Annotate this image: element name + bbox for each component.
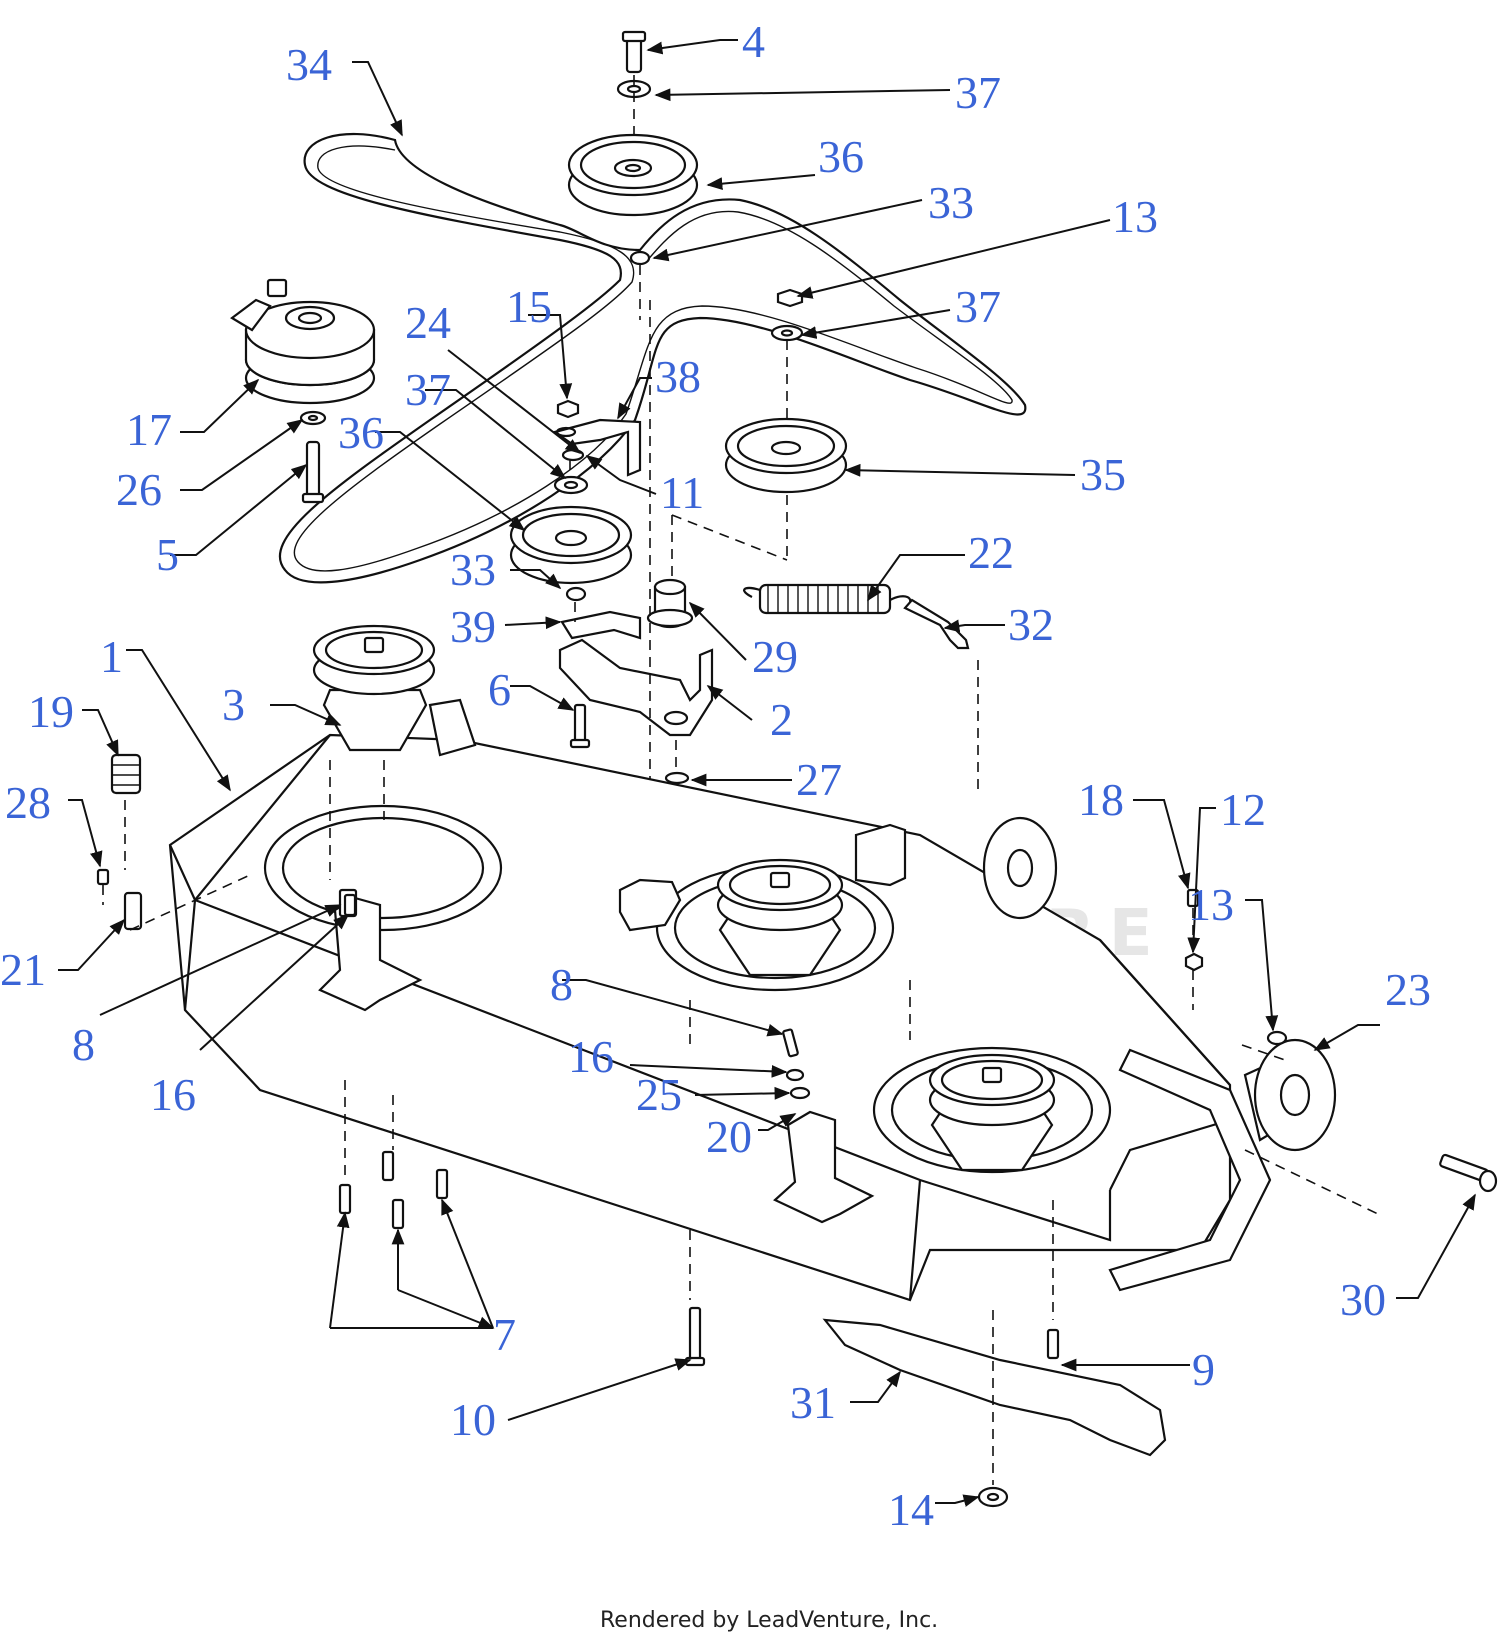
nut-13-top	[776, 288, 804, 308]
callout-11: 11	[660, 467, 704, 518]
bolts-7	[338, 1150, 449, 1230]
callout-13-top: 13	[1112, 191, 1158, 242]
bolt-6	[569, 703, 591, 749]
drive-belt	[278, 132, 1027, 584]
anti-scalp-wheel-23	[1243, 1038, 1337, 1152]
callout-31: 31	[790, 1377, 836, 1428]
callout-26: 26	[116, 464, 162, 515]
callout-16-center: 16	[568, 1031, 614, 1082]
callout-28: 28	[5, 777, 51, 828]
blade-31	[822, 1318, 1167, 1457]
callout-33-top: 33	[928, 177, 974, 228]
shoulder-bolt-30	[1439, 1153, 1498, 1193]
callout-12: 12	[1220, 784, 1266, 835]
idler-arm-39	[560, 610, 642, 640]
bolt-4	[621, 30, 647, 74]
washer-37-center	[553, 475, 589, 495]
callout-3: 3	[222, 679, 245, 730]
eyebolt-32	[903, 598, 970, 650]
callout-34: 34	[286, 39, 332, 90]
idler-pulley-36-top	[567, 133, 699, 217]
callout-25: 25	[636, 1069, 682, 1120]
idler-pulley-35	[724, 417, 848, 494]
electric-pto-clutch	[230, 278, 376, 405]
right-spindle	[928, 1053, 1056, 1172]
callout-20: 20	[706, 1111, 752, 1162]
callout-labels: 1 2 3 4 5 6 7 8 8 9 10 11 12 13 13 14 15…	[0, 16, 1431, 1535]
callout-19: 19	[28, 686, 74, 737]
callout-14: 14	[888, 1484, 934, 1535]
callout-37-center: 37	[405, 364, 451, 415]
callout-1: 1	[100, 631, 123, 682]
idler-pulley-36-center	[509, 505, 633, 585]
callout-16-left: 16	[150, 1069, 196, 1120]
callout-2: 2	[770, 694, 793, 745]
washer-11	[561, 448, 585, 462]
callout-18: 18	[1078, 774, 1124, 825]
callout-37-top: 37	[955, 67, 1001, 118]
spring-22	[743, 583, 912, 615]
bolt-16-left	[343, 893, 357, 917]
callout-17: 17	[126, 404, 172, 455]
callout-32: 32	[1008, 599, 1054, 650]
callout-23: 23	[1385, 964, 1431, 1015]
callout-22: 22	[968, 527, 1014, 578]
nut-13-wheel	[1266, 1030, 1288, 1046]
callout-7: 7	[493, 1309, 516, 1360]
spindle-3	[312, 624, 436, 752]
callout-8-left: 8	[72, 1019, 95, 1070]
bracket-38	[552, 418, 642, 477]
callout-35: 35	[1080, 449, 1126, 500]
callout-39: 39	[450, 601, 496, 652]
spacer-33-center	[565, 586, 587, 602]
leader-lines	[58, 39, 1476, 1507]
callout-8-center: 8	[550, 959, 573, 1010]
idler-bracket-2	[558, 638, 714, 737]
callout-21: 21	[0, 944, 46, 995]
callout-29: 29	[752, 631, 798, 682]
rear-wheel-right	[982, 816, 1058, 920]
fitting-21	[123, 891, 143, 931]
callout-36-center: 36	[338, 407, 384, 458]
spacer-29	[646, 578, 694, 629]
center-spindle	[618, 858, 844, 977]
nut-14	[977, 1486, 1009, 1508]
washer-37-right	[770, 324, 804, 342]
spacer-33-top	[629, 250, 651, 266]
washer-27	[664, 771, 690, 785]
washer-25	[789, 1086, 811, 1100]
callout-13-wheel: 13	[1188, 879, 1234, 930]
wheel-bracket-20	[773, 1110, 875, 1224]
callout-36-top: 36	[818, 131, 864, 182]
callout-37-right: 37	[955, 281, 1001, 332]
callout-9: 9	[1192, 1344, 1215, 1395]
callout-30: 30	[1340, 1274, 1386, 1325]
callout-4: 4	[742, 16, 765, 67]
callout-33-center: 33	[450, 544, 496, 595]
bracket-rear	[854, 823, 907, 887]
grease-fitting-19	[110, 753, 142, 795]
nut-15	[556, 399, 580, 419]
callout-24: 24	[405, 297, 451, 348]
footer-credit: Rendered by LeadVenture, Inc.	[600, 1608, 938, 1633]
callout-27: 27	[796, 754, 842, 805]
callout-5: 5	[156, 529, 179, 580]
washer-26	[299, 410, 327, 426]
washer-16-center	[785, 1068, 805, 1082]
callout-6: 6	[488, 664, 511, 715]
nut-12	[1184, 952, 1204, 972]
callout-38: 38	[655, 351, 701, 402]
callout-10: 10	[450, 1394, 496, 1445]
bolt-8-center	[782, 1028, 799, 1058]
fitting-28	[96, 868, 110, 886]
bolt-10	[684, 1306, 706, 1367]
bolt-9	[1046, 1328, 1060, 1360]
callout-15: 15	[506, 281, 552, 332]
bolt-5	[301, 440, 325, 504]
